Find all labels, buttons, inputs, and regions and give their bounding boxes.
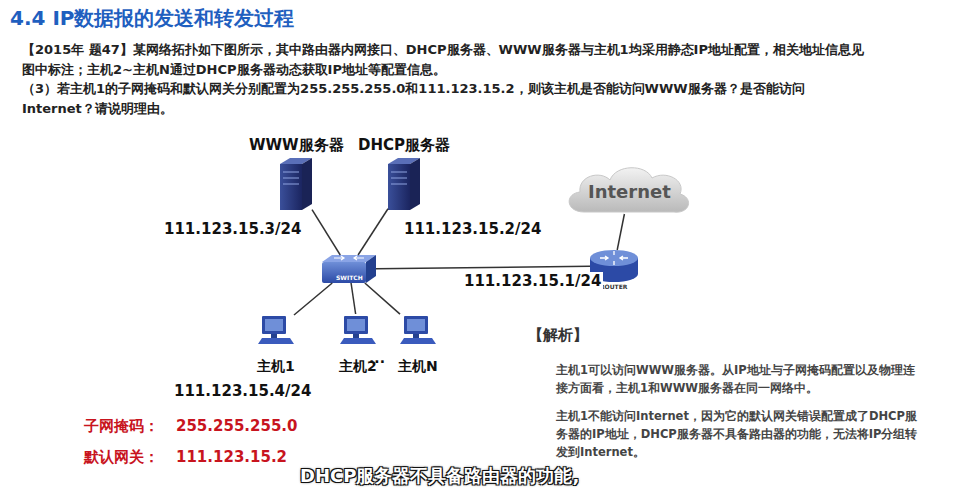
page-title: 4.4 IP数据报的发送和转发过程 (10, 5, 295, 32)
node-label: 111.123.15.4/24 (174, 382, 311, 400)
link-line (351, 283, 356, 314)
network-link (376, 266, 590, 268)
analysis-heading: 【解析】 (528, 326, 588, 345)
node-label: 主机1 (257, 358, 295, 376)
host-node: 主机1111.123.15.4/24 (258, 314, 294, 346)
node-label: DHCP服务器 (358, 136, 450, 155)
network-link (312, 210, 340, 255)
link-line (365, 283, 400, 314)
question-text: 【2015年 题47】某网络拓扑如下图所示，其中路由器内网接口、DHCP服务器、… (22, 40, 872, 79)
switch-icon (322, 255, 376, 283)
network-link (351, 283, 356, 314)
node-label: 111.123.15.2/24 (404, 220, 541, 238)
network-link (358, 209, 388, 255)
question-text: （3）若主机1的子网掩码和默认网关分别配置为255.255.255.0和111.… (22, 79, 872, 118)
node-label: SWITCH (336, 274, 363, 281)
config-value: 255.255.255.0 (176, 417, 297, 435)
link-label: 111.123.15.1/24 (462, 272, 603, 290)
host-node: 主机2 (340, 314, 376, 346)
host-icon (400, 316, 436, 344)
link-line (617, 214, 624, 250)
analysis-text: 主机1可以访问WWW服务器。从IP地址与子网掩码配置以及物理连接方面看，主机1和… (556, 362, 924, 398)
link-line (312, 210, 340, 255)
internet-cloud (569, 168, 688, 212)
host-icon (258, 316, 294, 344)
node-label: 主机N (398, 358, 438, 376)
network-link (294, 283, 332, 315)
node-label: 111.123.15.3/24 (164, 220, 301, 238)
config-key: 默认网关： (84, 448, 159, 467)
server-icon (280, 158, 312, 210)
switch-node: SWITCH (322, 255, 376, 283)
analysis-text: 主机1不能访问Internet，因为它的默认网关错误配置成了DHCP服务器的IP… (556, 408, 924, 461)
link-line (376, 266, 590, 268)
config-key: 子网掩码： (84, 417, 159, 436)
network-link (617, 214, 624, 250)
network-link (365, 283, 400, 314)
node-label: Internet (588, 181, 671, 202)
server-node: DHCP服务器111.123.15.2/24 (388, 158, 420, 210)
node-label: WWW服务器 (249, 136, 344, 155)
node-label: ROUTER (600, 283, 627, 290)
server-icon (388, 158, 420, 210)
ellipsis: ··· (369, 354, 385, 370)
internet-cloud-node: Internet (570, 168, 688, 214)
config-value: 111.123.15.2 (176, 448, 287, 466)
link-line (358, 209, 388, 255)
host-icon (340, 316, 376, 344)
server-node: WWW服务器111.123.15.3/24 (280, 158, 312, 210)
link-line (294, 283, 332, 315)
host-node: 主机N (400, 314, 436, 346)
video-subtitle: DHCP服务器不具备路由器的功能, (300, 464, 579, 488)
